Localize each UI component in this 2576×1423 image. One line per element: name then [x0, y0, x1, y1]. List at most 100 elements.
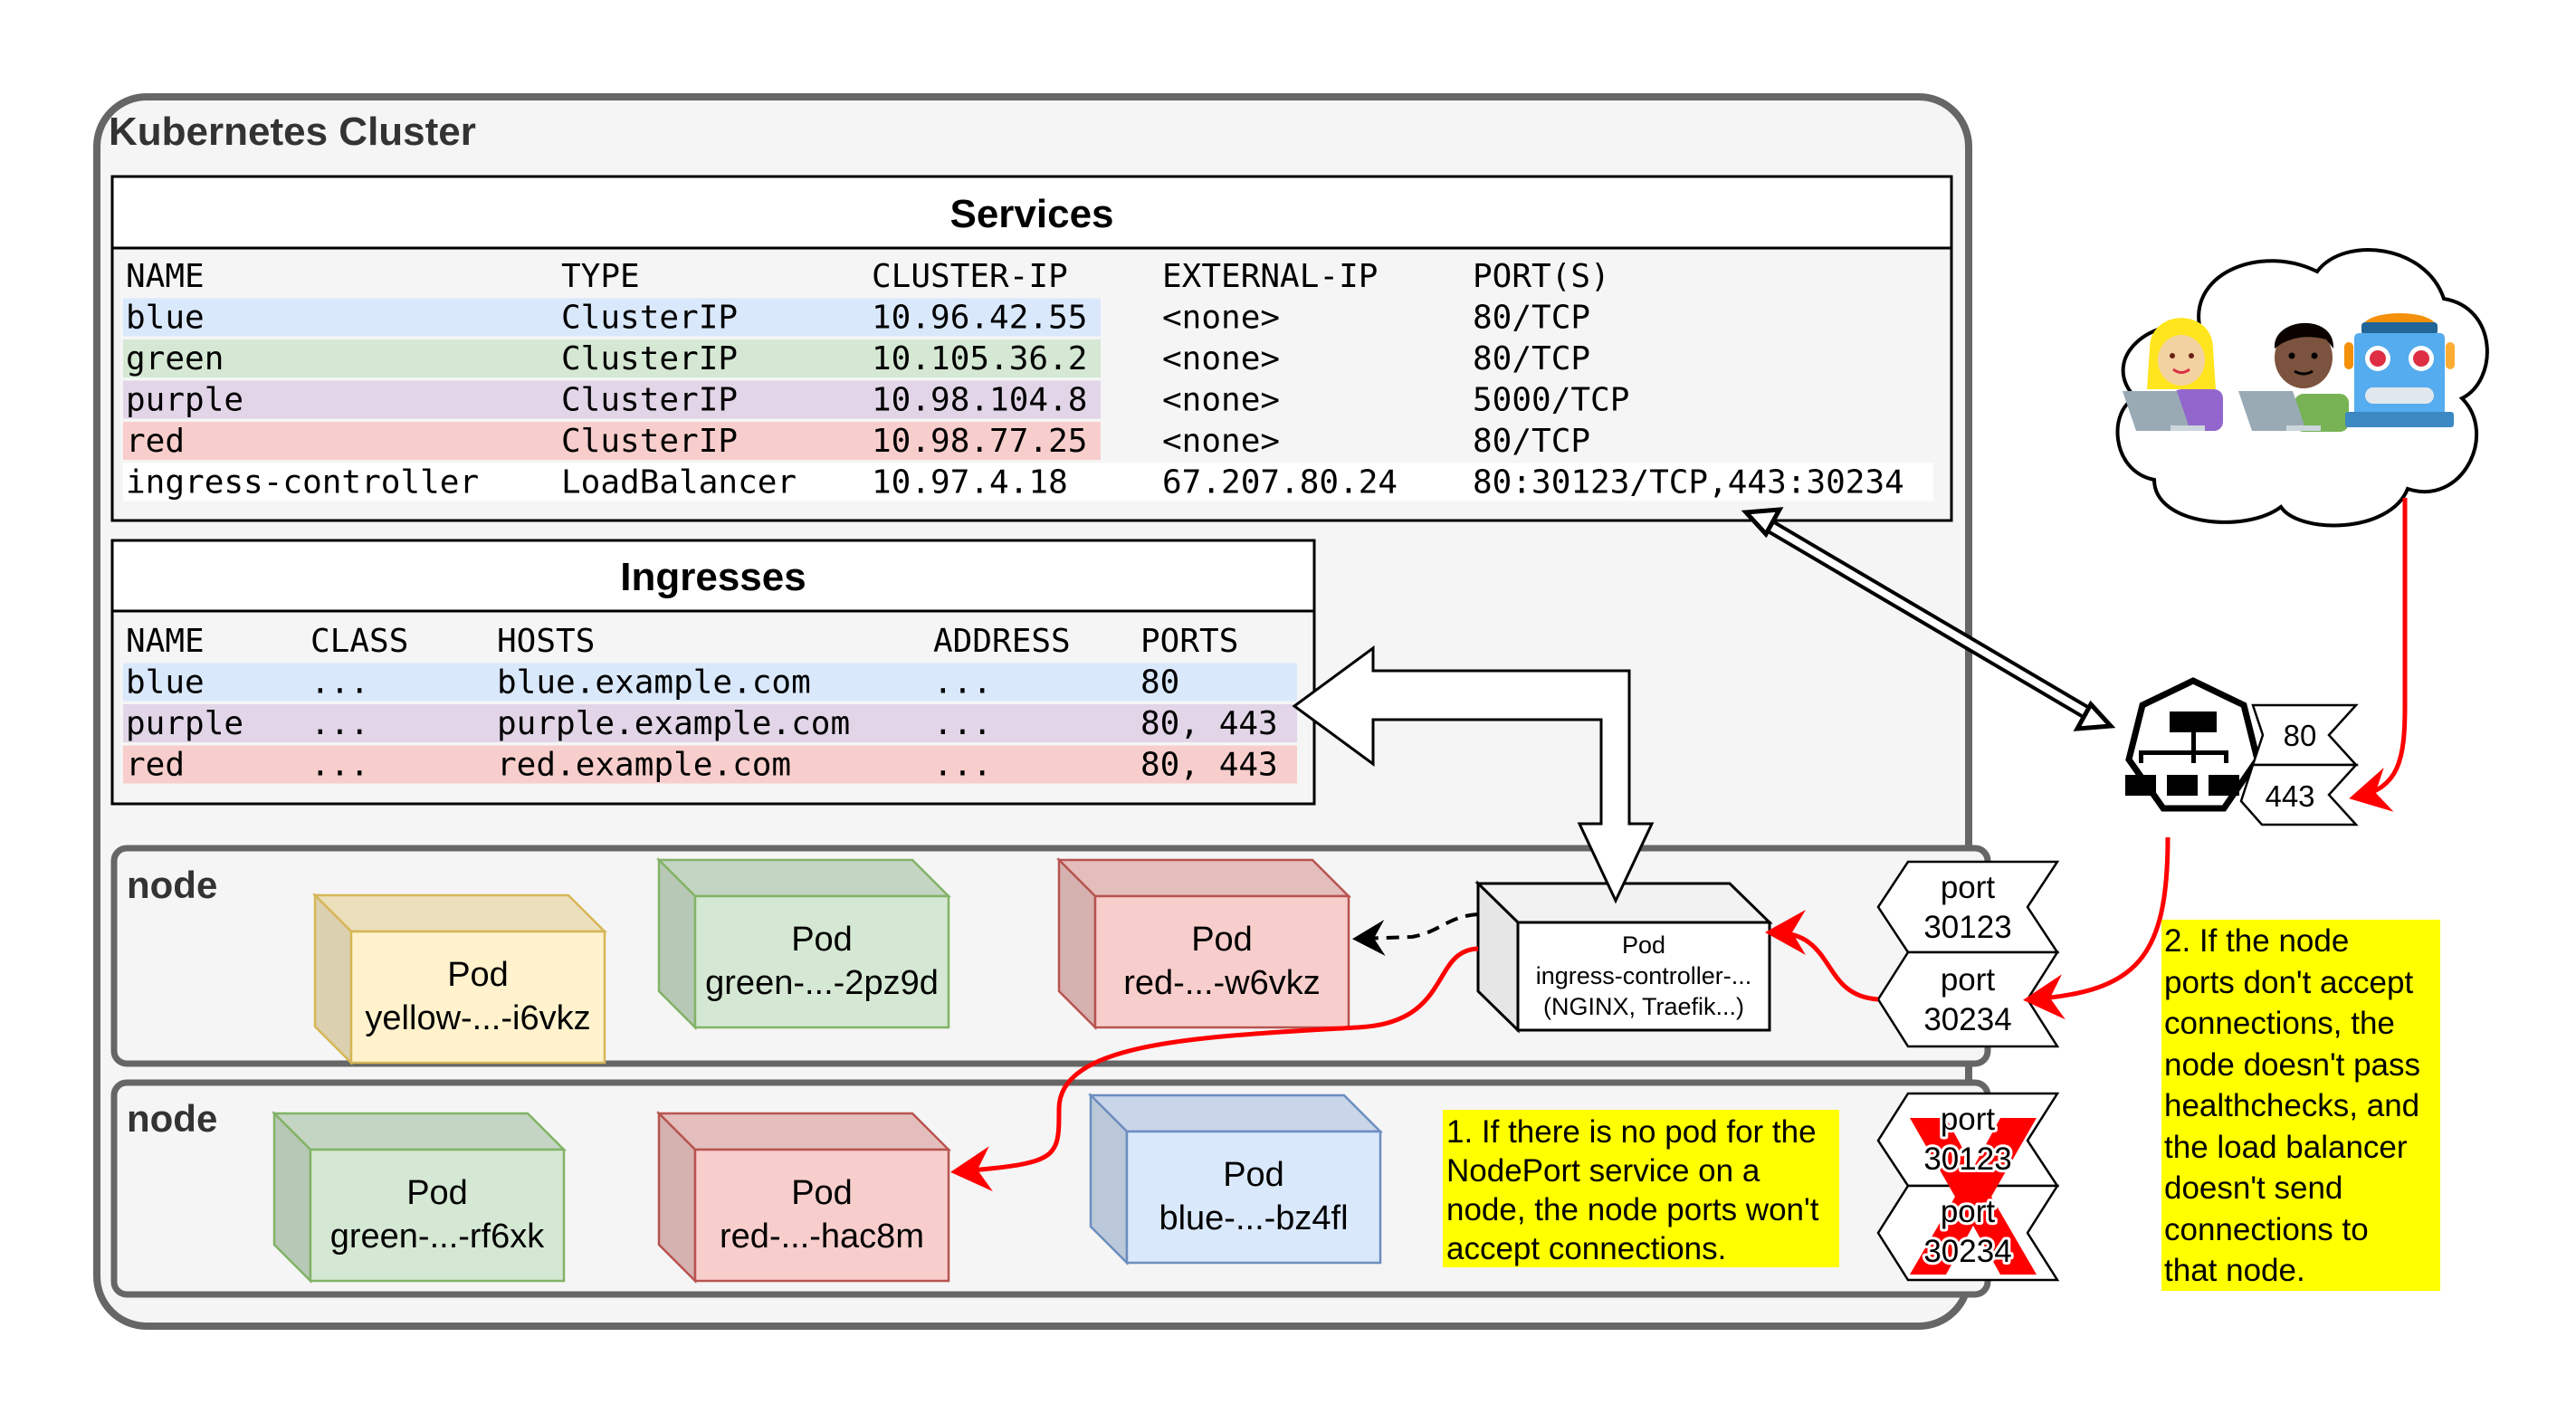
- pod-red[interactable]: Pod red-...-hac8m: [655, 1110, 952, 1285]
- node-1-label: node: [127, 864, 217, 906]
- pod-cube-front: [1125, 1130, 1382, 1265]
- pod-cube-top: [311, 893, 608, 933]
- note-1-line: 1. If there is no pod for the: [1446, 1114, 1817, 1150]
- ingresses-cell-address: ...: [933, 664, 992, 702]
- ingresses-column-header: ADDRESS: [933, 623, 1071, 660]
- services-cell-ports: 80/TCP: [1473, 423, 1590, 460]
- node-2-port-text: port 30123 port 30234: [1921, 1099, 2014, 1272]
- note-1: 1. If there is no pod for the NodePort s…: [1443, 1110, 1839, 1267]
- ingress-pod-subtitle: (NGINX, Traefik...): [1543, 993, 1744, 1020]
- note-1-line: accept connections.: [1446, 1231, 1726, 1266]
- node-1-ports: port 30123 port 30234: [1876, 860, 2060, 1048]
- note-2-line: that node.: [2164, 1253, 2305, 1288]
- services-cell-ports: 80/TCP: [1473, 340, 1590, 377]
- red-x-icon: [1910, 1118, 2037, 1275]
- ingress-controller-pod[interactable]: Pod ingress-controller-... (NGINX, Traef…: [1474, 880, 1773, 1034]
- note-2-background: [2161, 920, 2440, 1291]
- ingress-pod-name: ingress-controller-...: [1536, 962, 1752, 989]
- services-cell-external_ip: <none>: [1162, 300, 1280, 337]
- services-row-highlight: [123, 298, 1101, 337]
- services-cell-cluster_ip: 10.98.104.8: [872, 382, 1087, 419]
- ingresses-column-header: PORTS: [1140, 623, 1238, 660]
- node-2-port-1-label: port: [1941, 1102, 1996, 1137]
- services-column-header: PORT(S): [1473, 258, 1610, 295]
- services-cell-type: ClusterIP: [561, 423, 738, 460]
- ingress-pod-top: [1474, 882, 1773, 924]
- lb-port-80[interactable]: [2251, 703, 2359, 767]
- node-2-ports: port 30123 port 30234: [1876, 1092, 2060, 1282]
- pod-cube-front: [693, 894, 950, 1029]
- ingresses-cell-hosts: purple.example.com: [497, 705, 850, 742]
- pod-name: green-...-2pz9d: [705, 964, 939, 1002]
- pod-title: Pod: [447, 956, 509, 994]
- node-1-port-1-label: port: [1941, 870, 1996, 905]
- note-2-line: doesn't send: [2164, 1170, 2342, 1206]
- lb-port-443-label: 443: [2265, 779, 2314, 813]
- ingresses-cell-ports: 80, 443: [1140, 705, 1278, 742]
- node-2-port-1-value: 30123: [1923, 1141, 2011, 1177]
- ingresses-cell-ports: 80: [1140, 664, 1179, 702]
- services-header: [110, 175, 1953, 250]
- ingress-pod-front: [1516, 921, 1771, 1032]
- node-1-port-1-value: 30123: [1923, 910, 2011, 945]
- services-cell-name: ingress-controller: [126, 464, 479, 501]
- pod-red[interactable]: Pod red-...-w6vkz: [1055, 856, 1352, 1031]
- services-column-header: EXTERNAL-IP: [1162, 258, 1378, 295]
- pod-cube-top: [655, 1112, 952, 1151]
- pod-cube-top: [1055, 858, 1352, 898]
- services-cell-name: blue: [126, 300, 205, 337]
- services-cell-cluster_ip: 10.97.4.18: [872, 464, 1068, 501]
- ingresses-cell-name: red: [126, 747, 185, 784]
- note-2: 2. If the node ports don't accept connec…: [2161, 920, 2440, 1291]
- services-row-highlight: [123, 380, 1101, 419]
- services-cell-cluster_ip: 10.98.77.25: [872, 423, 1087, 460]
- pod-name: green-...-rf6xk: [330, 1218, 546, 1256]
- services-cell-name: purple: [126, 382, 243, 419]
- pod-title: Pod: [406, 1174, 468, 1212]
- ingresses-cell-hosts: blue.example.com: [497, 664, 811, 702]
- note-2-line: connections, the: [2164, 1006, 2395, 1041]
- ingress-pod-title: Pod: [1622, 931, 1665, 959]
- ingresses-cell-hosts: red.example.com: [497, 747, 791, 784]
- services-cell-type: LoadBalancer: [561, 464, 797, 501]
- pod-title: Pod: [791, 1174, 853, 1212]
- services-cell-type: ClusterIP: [561, 300, 738, 337]
- note-2-line: node doesn't pass: [2164, 1047, 2420, 1083]
- ingresses-column-header: HOSTS: [497, 623, 595, 660]
- load-balancer[interactable]: 80 443: [2125, 677, 2359, 826]
- ingresses-cell-address: ...: [933, 747, 992, 784]
- note-2-text: 2. If the node ports don't accept connec…: [2164, 923, 2429, 1288]
- services-cell-external_ip: 67.207.80.24: [1162, 464, 1398, 501]
- ingresses-header: [110, 539, 1316, 613]
- ingresses-title: Ingresses: [620, 555, 806, 599]
- pod-name: red-...-w6vkz: [1123, 964, 1320, 1002]
- ingresses-column-header: NAME: [126, 623, 205, 660]
- pod-green[interactable]: Pod green-...-rf6xk: [271, 1110, 568, 1285]
- arrowhead-services: [1741, 507, 1784, 539]
- node-2-label: node: [127, 1097, 217, 1140]
- services-cell-external_ip: <none>: [1162, 382, 1280, 419]
- pod-name: yellow-...-i6vkz: [365, 999, 590, 1037]
- pod-title: Pod: [1191, 921, 1253, 959]
- node-2-port-2-label: port: [1941, 1194, 1996, 1229]
- lb-to-nodeport-arrow: [2023, 836, 2171, 1020]
- ingresses-cell-name: purple: [126, 705, 243, 742]
- services-cell-cluster_ip: 10.96.42.55: [872, 300, 1087, 337]
- pod-yellow[interactable]: Pod yellow-...-i6vkz: [311, 892, 608, 1066]
- pod-cube-front: [1093, 894, 1350, 1029]
- services-cell-type: ClusterIP: [561, 340, 738, 377]
- pod-cube-top: [1087, 1094, 1384, 1133]
- services-column-header: CLUSTER-IP: [872, 258, 1068, 295]
- ingresses-cell-class: ...: [310, 664, 369, 702]
- dashed-arrow-to-red-pod: [1352, 912, 1479, 957]
- lb-port-443[interactable]: [2239, 763, 2359, 826]
- pod-name: red-...-hac8m: [720, 1218, 924, 1256]
- note-1-text: 1. If there is no pod for the NodePort s…: [1446, 1114, 1827, 1266]
